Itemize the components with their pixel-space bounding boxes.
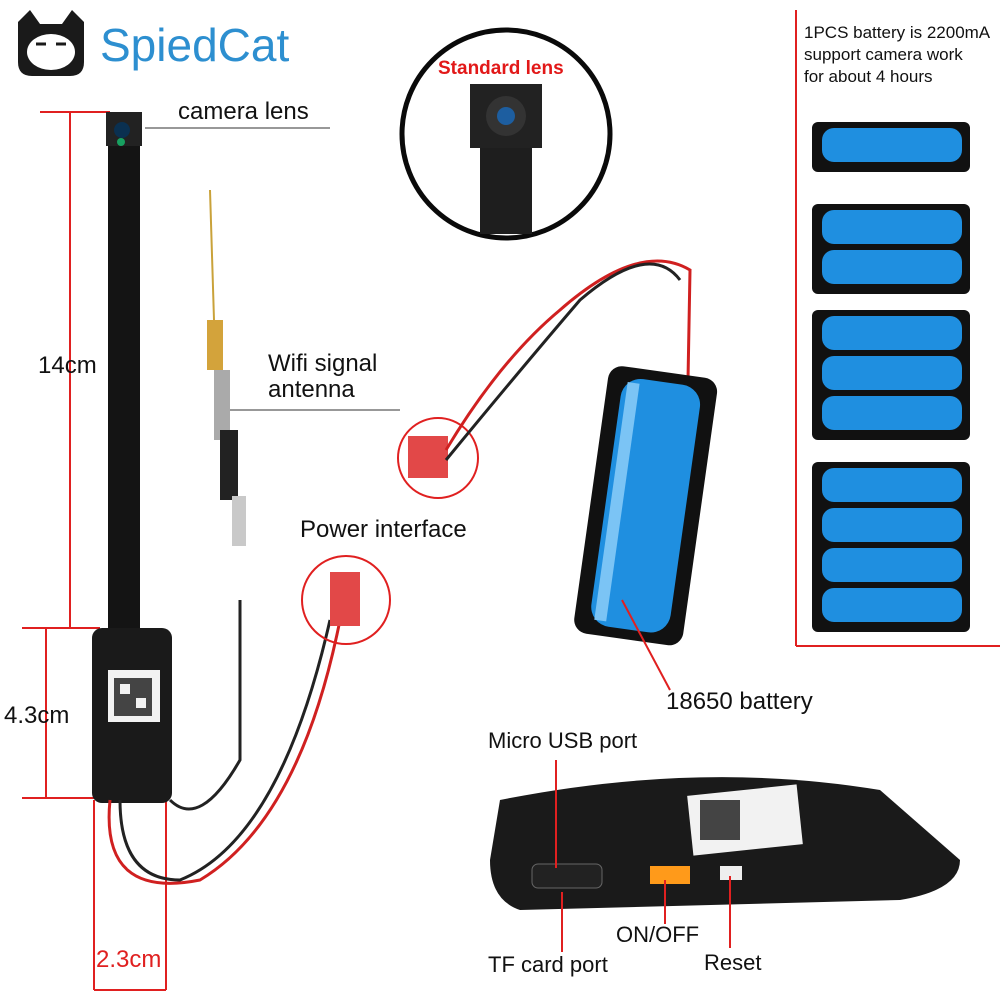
spiedcat-logo <box>18 10 84 76</box>
port-callout-lines <box>555 760 731 952</box>
label-length-4-3cm: 4.3cm <box>4 702 70 729</box>
label-length-14cm: 14cm <box>38 352 97 379</box>
main-18650-battery <box>574 366 718 646</box>
battery-note: 1PCS battery is 2200mA support camera wo… <box>804 22 1000 88</box>
board-closeup <box>490 777 960 910</box>
label-width-2-3cm: 2.3cm <box>96 946 162 973</box>
label-standard-lens: Standard lens <box>438 58 564 79</box>
label-wifi-line2: antenna <box>268 376 355 403</box>
battery-cell <box>822 128 962 162</box>
label-reset: Reset <box>704 950 762 975</box>
battery-note-line3: for about 4 hours <box>804 67 933 86</box>
label-power-interface: Power interface <box>300 516 467 543</box>
label-18650-battery: 18650 battery <box>666 688 813 715</box>
label-micro-usb-port: Micro USB port <box>488 728 638 753</box>
battery-cell <box>822 396 962 430</box>
battery-note-line1: 1PCS battery is 2200mA <box>804 23 991 42</box>
battery-cell <box>822 508 962 542</box>
battery-cell <box>822 210 962 244</box>
dimension-lines <box>22 111 400 991</box>
battery-cell <box>822 316 962 350</box>
camera-board <box>92 628 172 803</box>
battery-packs <box>812 122 970 632</box>
battery-cell <box>822 588 962 622</box>
label-tf-card-port: TF card port <box>488 952 608 977</box>
wifi-antenna <box>207 189 246 546</box>
standard-lens-zoom <box>399 27 613 241</box>
brand-name: SpiedCat <box>100 19 290 71</box>
label-camera-lens: camera lens <box>178 98 309 125</box>
battery-note-line2: support camera work <box>804 45 963 64</box>
battery-cell <box>822 548 962 582</box>
battery-cell <box>822 356 962 390</box>
ribbon-cable <box>108 112 140 632</box>
power-connector-battery <box>397 259 692 499</box>
label-on-off: ON/OFF <box>616 922 700 947</box>
power-connector-board <box>301 555 391 645</box>
battery-cell <box>822 250 962 284</box>
label-wifi-line1: Wifi signal <box>268 350 378 377</box>
battery-cell <box>822 468 962 502</box>
